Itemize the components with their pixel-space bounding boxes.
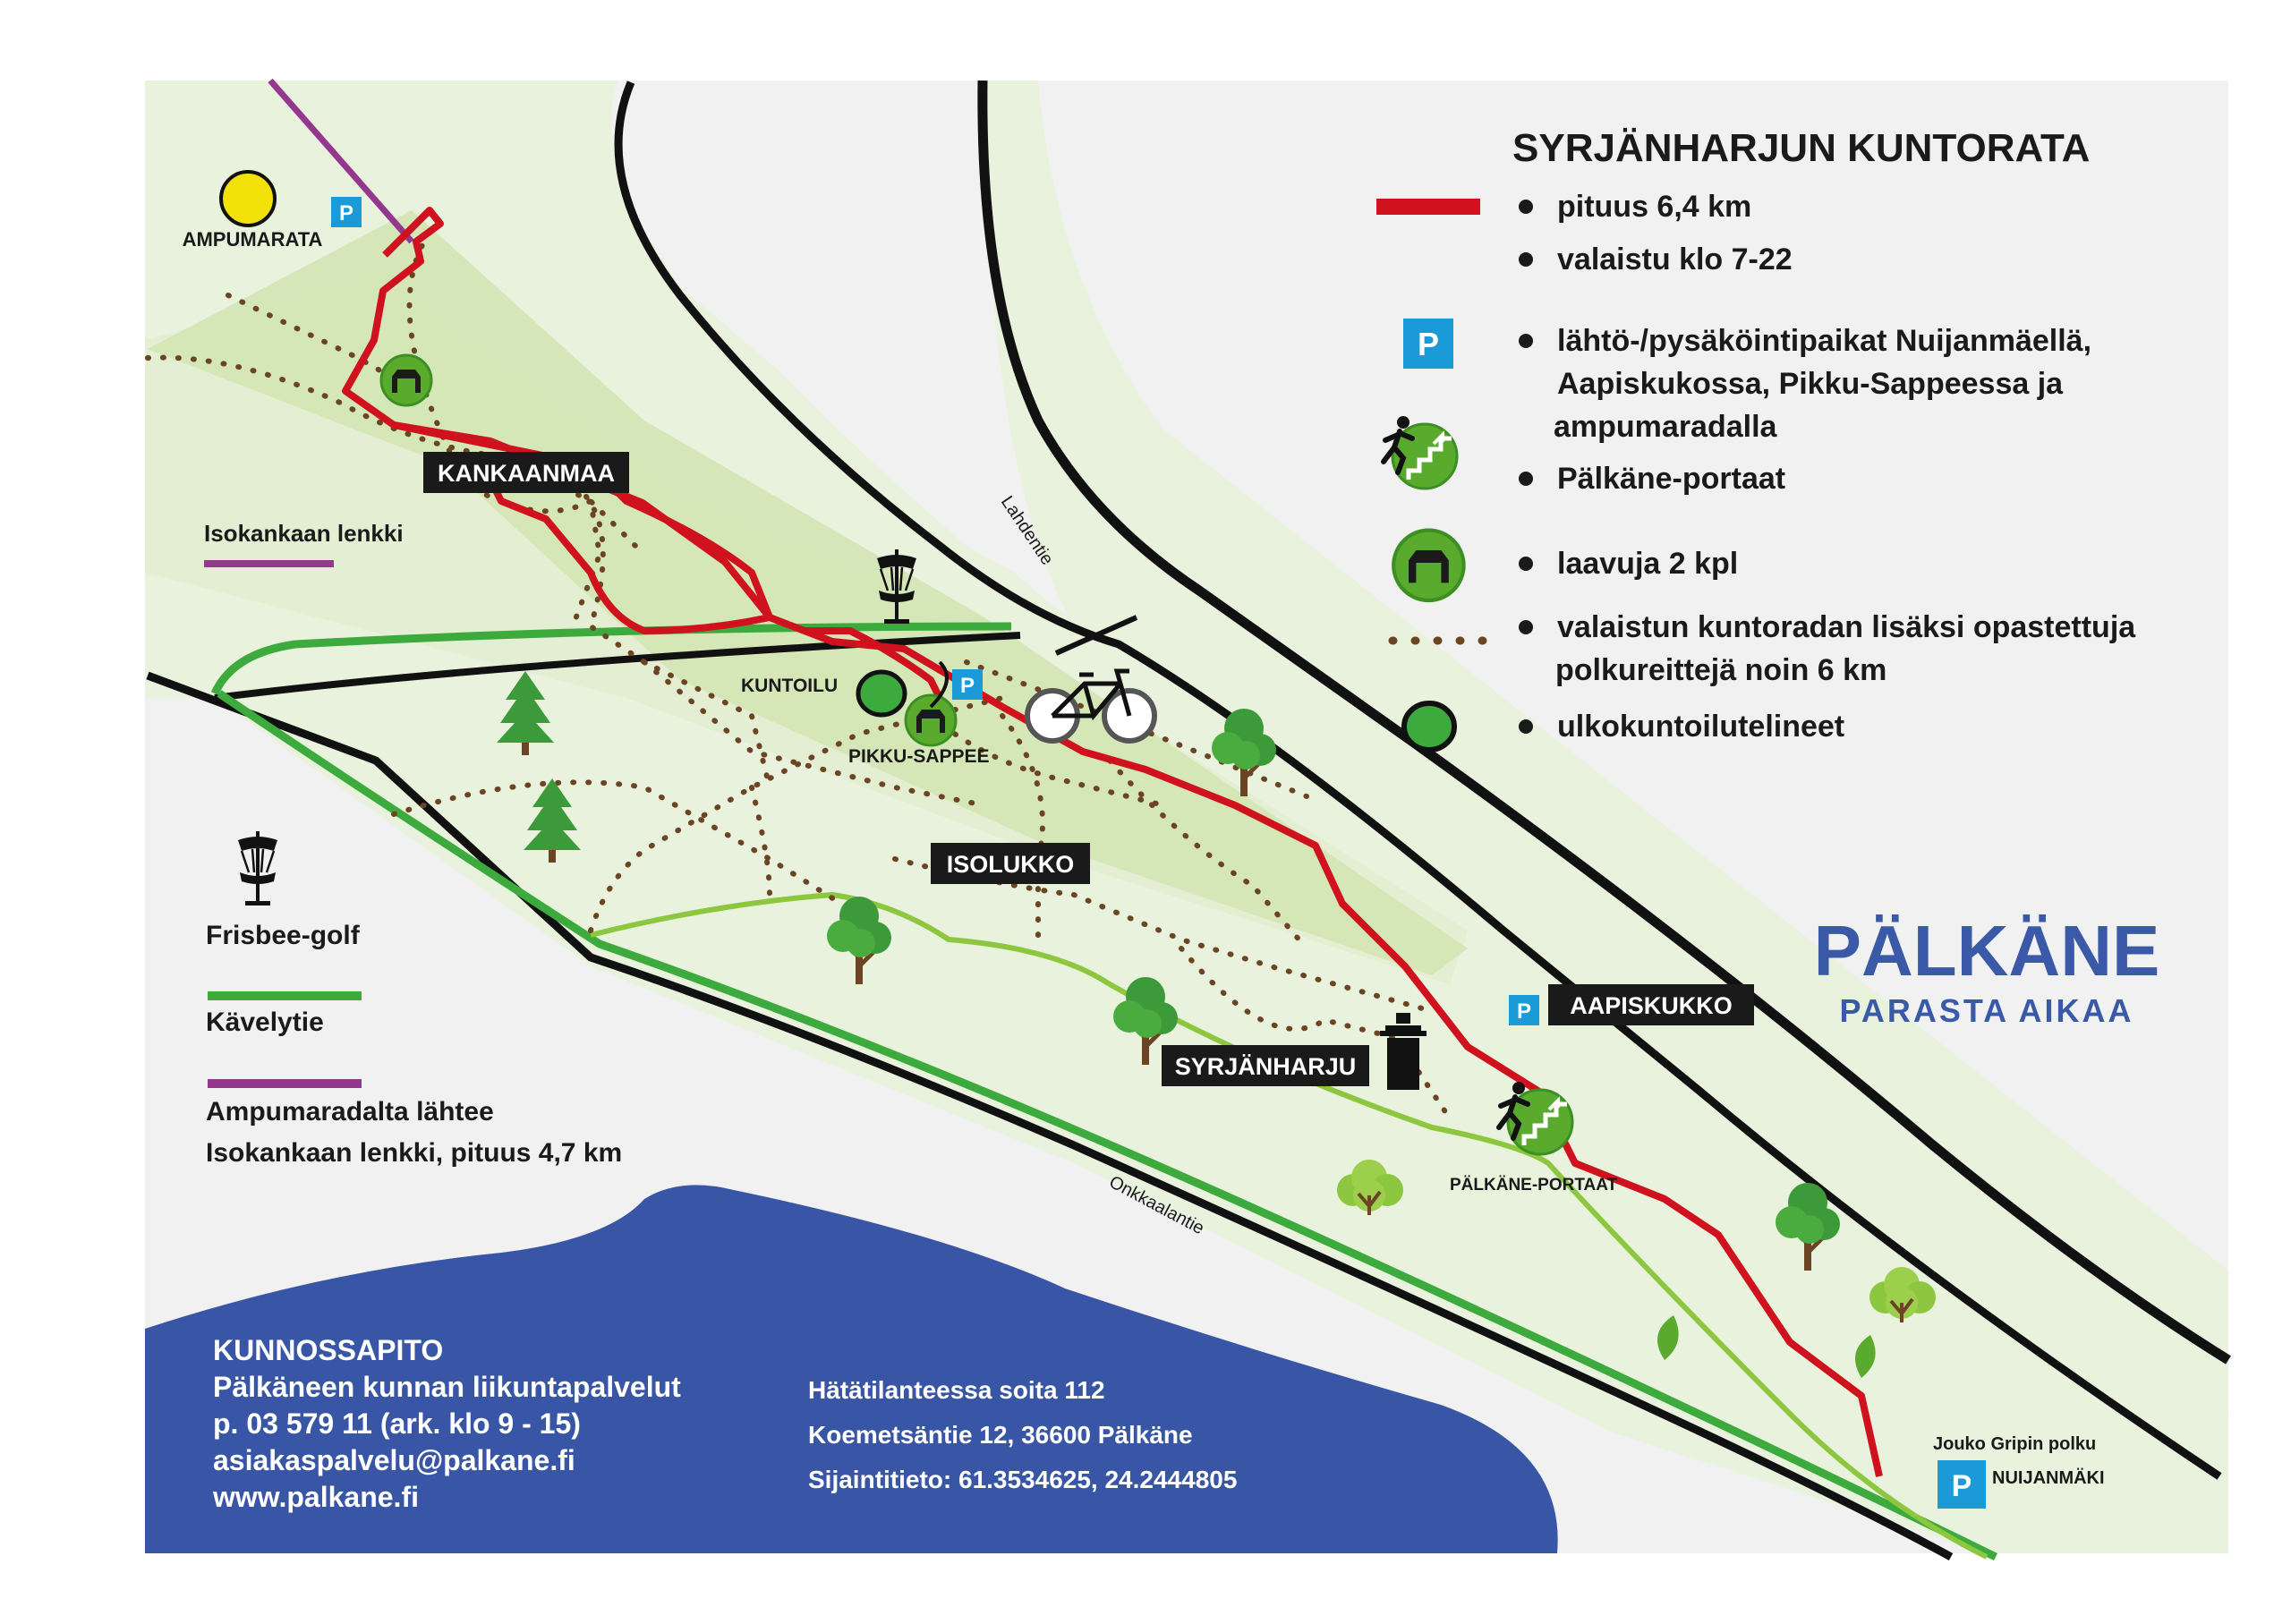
parking-icon: P <box>1403 319 1453 369</box>
bullet <box>1519 620 1533 634</box>
forest-strip <box>984 81 2228 1414</box>
legend-walkway-line <box>208 991 362 1000</box>
svg-text:P: P <box>1418 326 1439 362</box>
label-box <box>423 452 629 493</box>
lit-track-loop <box>393 421 773 634</box>
legend-isokangas-label: Isokankaan lenkki <box>204 520 404 547</box>
parking-icon: P <box>1509 995 1539 1025</box>
label-jouko-gripin-polku: Jouko Gripin polku <box>1933 1434 2096 1454</box>
shelter-icon <box>904 693 958 747</box>
isokangas-trail <box>268 78 414 244</box>
label-box <box>1162 1045 1369 1086</box>
label-palkane-portaat: PÄLKÄNE-PORTAAT <box>1450 1176 1618 1195</box>
maintenance-phone: p. 03 579 11 (ark. klo 9 - 15) <box>213 1407 581 1440</box>
legend-parking-2: Aapiskukossa, Pikku-Sappeessa ja <box>1557 367 2064 401</box>
outdoor-gym-icon <box>1401 701 1457 752</box>
bullet <box>1519 719 1533 734</box>
shooting-range-icon <box>219 170 277 227</box>
label-pikku-sappee: PIKKU-SAPPEE <box>848 746 990 767</box>
svg-text:P: P <box>1952 1469 1972 1503</box>
legend-trails-2: polkureittejä noin 6 km <box>1555 653 1886 687</box>
legend-shooting-2: Isokankaan lenkki, pituus 4,7 km <box>206 1138 622 1168</box>
legend-track-line <box>1376 199 1480 215</box>
shelter-icon <box>1393 531 1463 600</box>
road-spur <box>1054 615 1138 656</box>
bullet <box>1519 334 1533 348</box>
label-syrjanharju: SYRJÄNHARJU <box>1175 1053 1357 1080</box>
label-kuntoilu: KUNTOILU <box>741 676 838 696</box>
gym-connector <box>929 660 949 709</box>
legend-length: pituus 6,4 km <box>1557 190 1751 224</box>
legend-parking-1: lähtö-/pysäköintipaikat Nuijanmäellä, <box>1557 324 2091 358</box>
legend-lit: valaistu klo 7-22 <box>1557 242 1793 276</box>
parking-icon: P <box>331 197 362 227</box>
lit-track <box>342 207 1883 1477</box>
outdoor-gym-icon <box>858 672 905 715</box>
legend-walkway: Kävelytie <box>206 1008 324 1037</box>
legend-shooting-line <box>208 1079 362 1088</box>
label-ampumarata: AMPUMARATA <box>183 228 323 251</box>
walkway-upper <box>210 622 1012 695</box>
parking-icon: P <box>1938 1460 1986 1509</box>
maintenance-org: Pälkäneen kunnan liikuntapalvelut <box>213 1371 681 1403</box>
svg-text:P: P <box>1517 999 1531 1024</box>
label-box <box>931 843 1090 884</box>
road-main <box>977 80 2231 1365</box>
parking-icon: P <box>952 669 983 700</box>
legend-shelters: laavuja 2 kpl <box>1557 547 1738 581</box>
lake <box>145 1185 1558 1553</box>
label-box <box>1548 984 1754 1025</box>
walkway-lower <box>217 690 1997 1561</box>
label-isolukko: ISOLUKKO <box>947 851 1075 878</box>
legend-title: SYRJÄNHARJUN KUNTORATA <box>1512 126 2090 170</box>
maintenance-email: asiakaspalvelu@palkane.fi <box>213 1444 575 1476</box>
emergency-call: Hätätilanteessa soita 112 <box>808 1376 1105 1404</box>
bullet <box>1519 200 1533 214</box>
brand-name: PÄLKÄNE <box>1814 911 2160 991</box>
brand-slogan: PARASTA AIKAA <box>1840 992 2134 1029</box>
bullet <box>1519 557 1533 571</box>
label-aapiskukko: AAPISKUKKO <box>1570 992 1733 1019</box>
kankaanmaa-zone <box>148 210 1468 975</box>
emergency-address: Koemetsäntie 12, 36600 Pälkäne <box>808 1421 1193 1449</box>
bullet <box>1519 472 1533 486</box>
leaf-icon <box>1854 1335 1876 1378</box>
emergency-location: Sijaintitieto: 61.3534625, 24.2444805 <box>808 1466 1237 1493</box>
legend-parking-3: ampumaradalla <box>1554 410 1778 444</box>
legend-outdoor-gym: ulkokuntoilutelineet <box>1557 710 1844 744</box>
shelter-icon <box>379 353 433 407</box>
label-kankaanmaa: KANKAANMAA <box>438 460 615 487</box>
svg-text:P: P <box>339 201 353 225</box>
svg-text:P: P <box>960 674 975 698</box>
legend-stairs: Pälkäne-portaat <box>1557 462 1785 496</box>
road-onkkaalantie <box>146 671 1954 1560</box>
legend-isokangas-line <box>204 560 334 567</box>
bullet <box>1519 252 1533 267</box>
legend-trails-1: valaistun kuntoradan lisäksi opastettuja <box>1557 610 2136 644</box>
maintenance-title: KUNNOSSAPITO <box>213 1334 443 1366</box>
legend-shooting-1: Ampumaradalta lähtee <box>206 1097 494 1127</box>
lit-track-link <box>805 627 943 700</box>
label-nuijanmaki: NUIJANMÄKI <box>1992 1467 2105 1488</box>
road-lahdentie-inner <box>614 81 2222 1480</box>
legend-frisbee: Frisbee-golf <box>206 921 361 950</box>
road-clearing <box>635 81 1307 662</box>
bicycle-icon <box>1025 668 1157 744</box>
maintenance-web: www.palkane.fi <box>212 1481 419 1513</box>
leaf-icon <box>1657 1315 1679 1360</box>
observation-tower-icon <box>1380 1013 1427 1090</box>
